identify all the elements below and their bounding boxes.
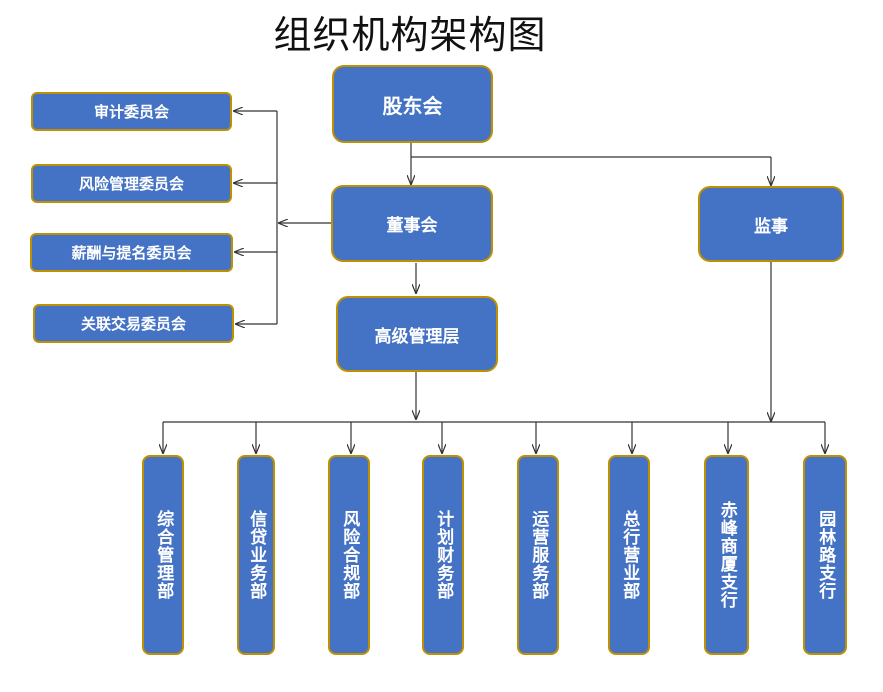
department-head-office-business: 总行营业部 [608, 455, 650, 655]
shareholders-node: 股东会 [332, 65, 493, 143]
committee-audit: 审计委员会 [31, 92, 232, 131]
supervisor-node: 监事 [698, 186, 844, 262]
branch-yuanlin-road: 园林路支行 [803, 455, 847, 655]
department-general-management: 综合管理部 [142, 455, 184, 655]
branch-chifeng-shangsha: 赤峰商厦支行 [704, 455, 749, 655]
department-risk-compliance: 风险合规部 [328, 455, 370, 655]
page-title: 组织机构架构图 [273, 13, 547, 57]
committee-related-transactions: 关联交易委员会 [33, 304, 234, 343]
department-planning-finance: 计划财务部 [422, 455, 464, 655]
committee-compensation-nomination: 薪酬与提名委员会 [30, 233, 233, 272]
committee-risk-management: 风险管理委员会 [31, 164, 232, 203]
department-operation-service: 运营服务部 [517, 455, 559, 655]
department-credit-business: 信贷业务部 [237, 455, 275, 655]
management-node: 高级管理层 [336, 296, 498, 372]
board-node: 董事会 [331, 185, 493, 262]
